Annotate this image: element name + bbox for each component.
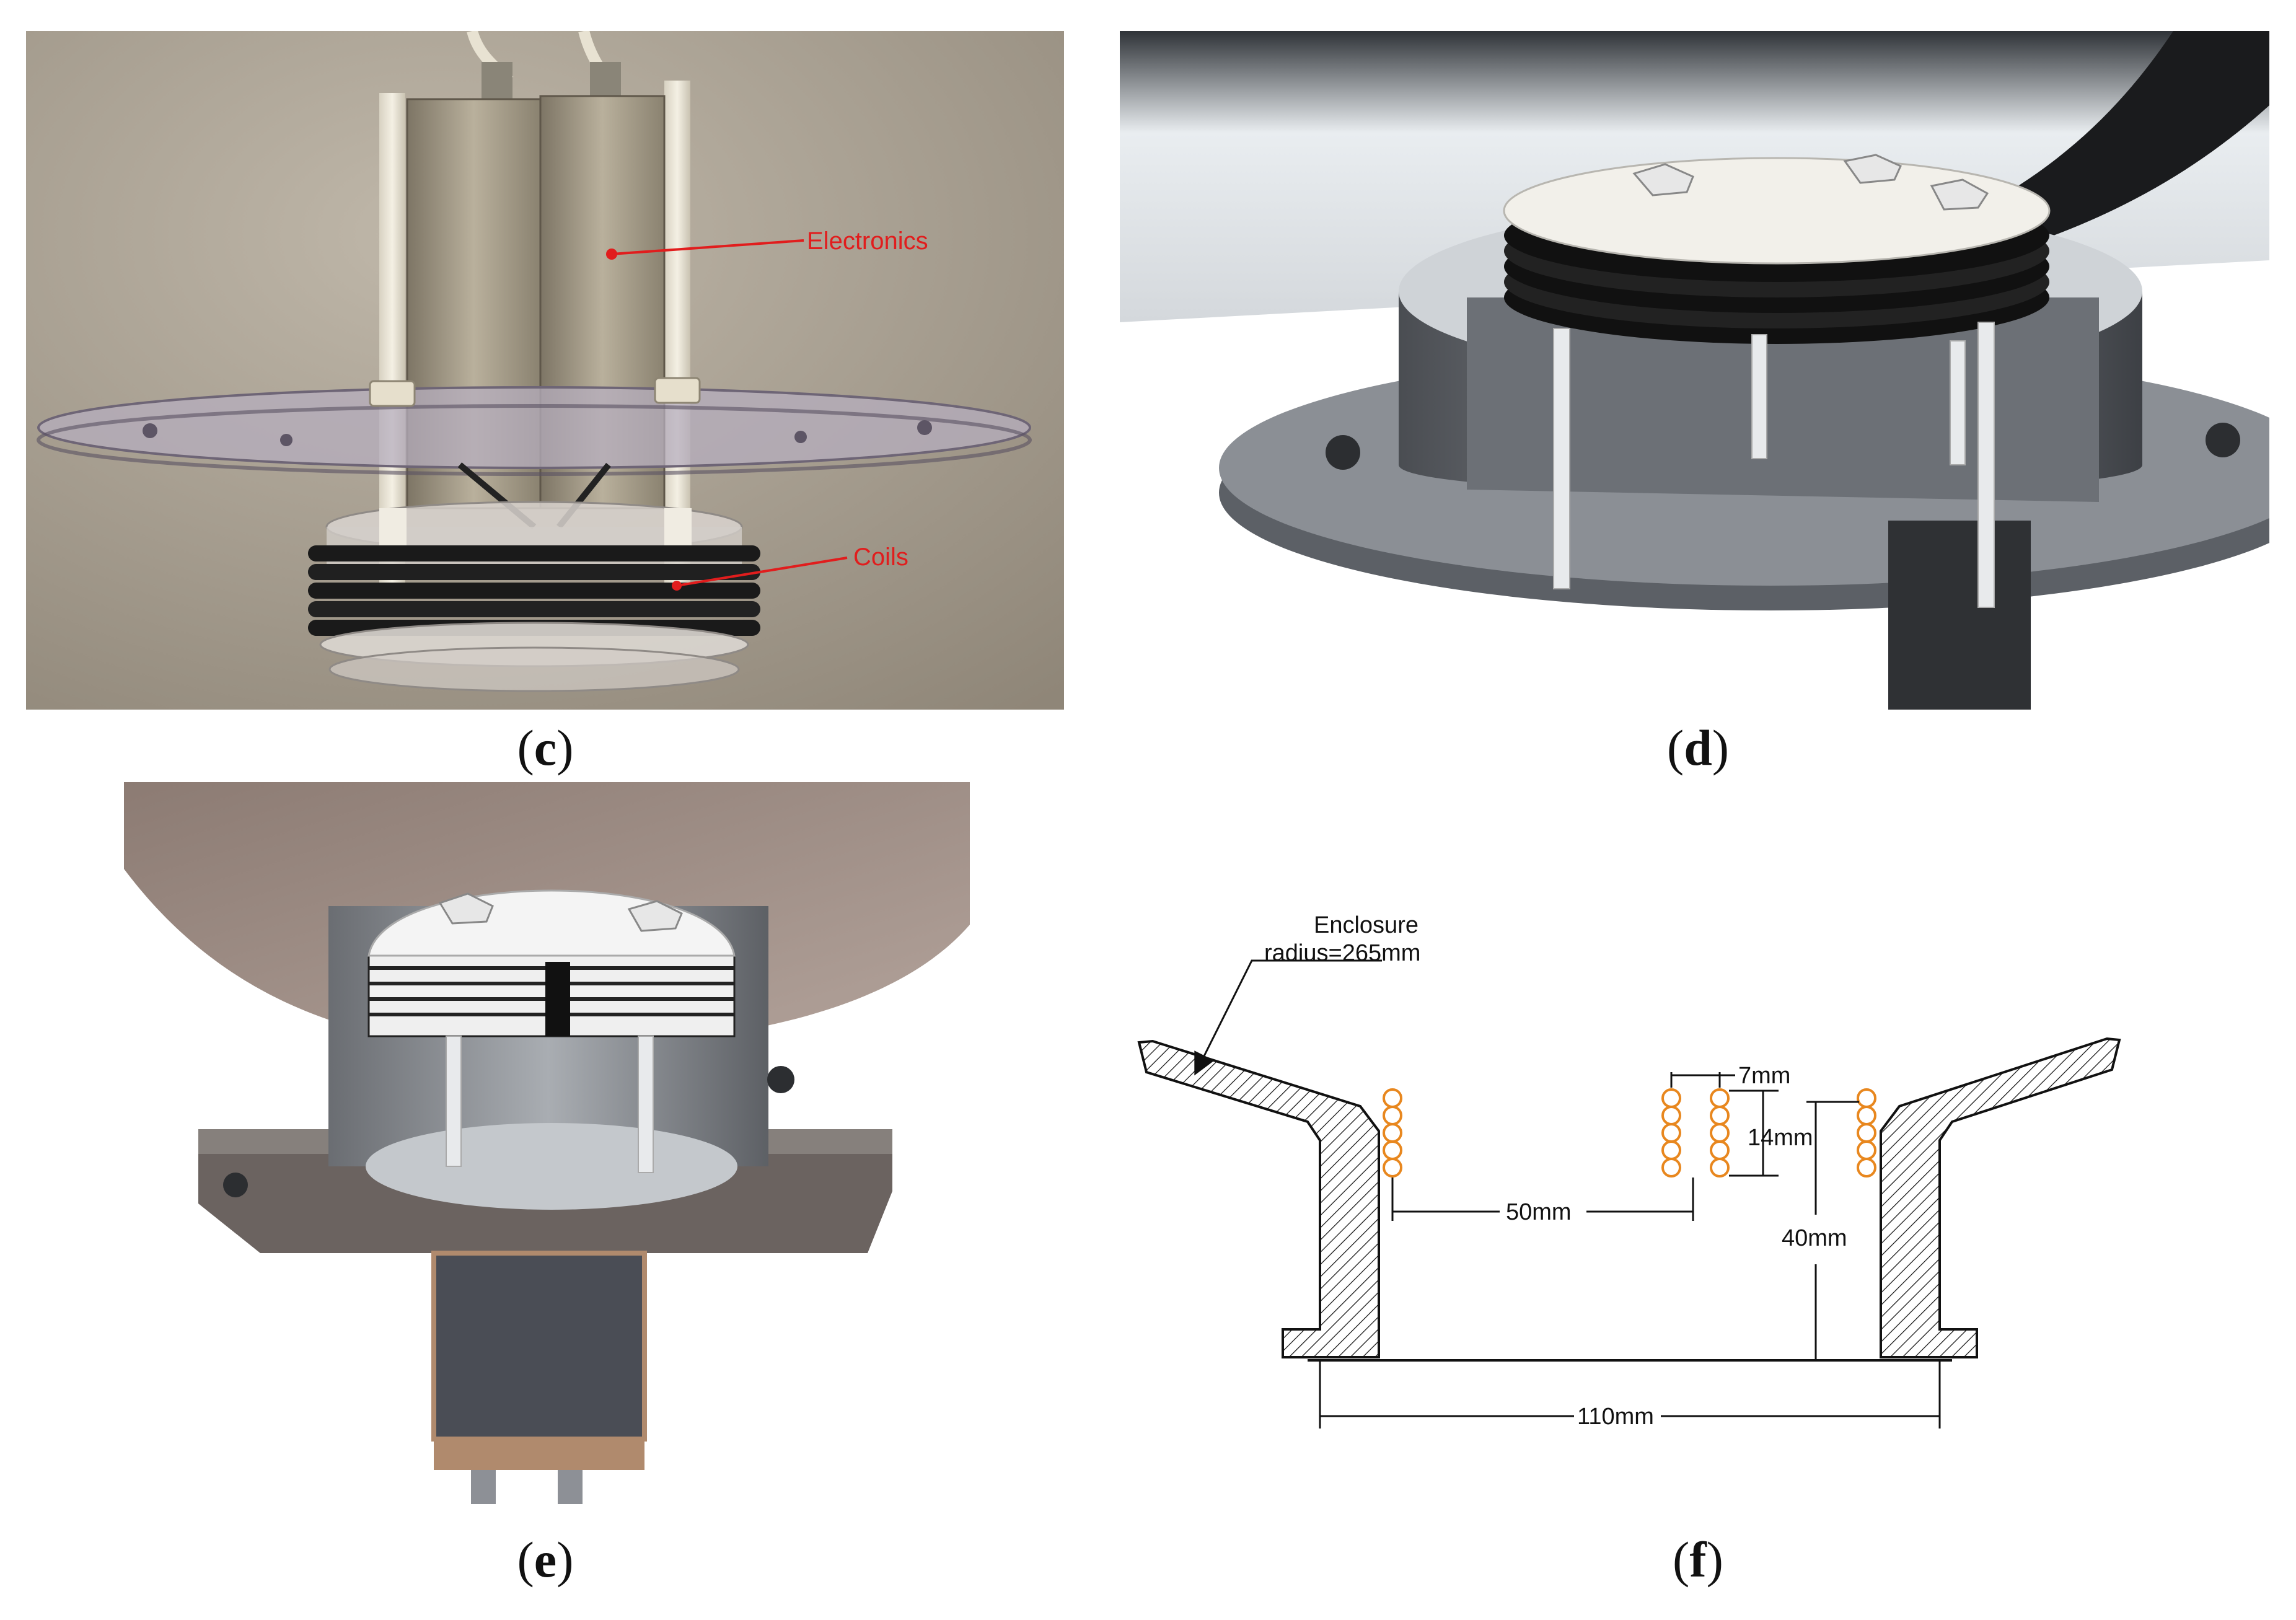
- coil-height-dimension: [1729, 1090, 1779, 1177]
- render-e-illustration: [124, 782, 970, 1507]
- enclosure-label: Enclosure: [1314, 912, 1419, 938]
- coil-center-right: [1710, 1088, 1730, 1178]
- gap-label: 7mm: [1738, 1063, 1790, 1089]
- enclosure-leader: [1194, 959, 1382, 1076]
- caption-f: (f): [1673, 1531, 1723, 1588]
- coil-spacing-label: 50mm: [1506, 1199, 1572, 1225]
- electronics-annotation: [606, 239, 804, 260]
- depth-label: 40mm: [1782, 1225, 1847, 1251]
- caption-d: (d): [1666, 720, 1730, 776]
- nylon-rod-left: [379, 93, 405, 583]
- panel-e-render: [124, 782, 970, 1507]
- panel-f-drawing: Enclosure radius=265mm 7mm 14mm 50mm: [1115, 868, 2144, 1456]
- coil-center-left: [1661, 1088, 1681, 1178]
- gap-dimension: [1670, 1072, 1735, 1088]
- top-plate-d: [1503, 157, 2051, 265]
- enclosure-radius-label: radius=265mm: [1264, 940, 1420, 966]
- caption-c: (c): [517, 720, 574, 776]
- electronics-box-e: [431, 1251, 647, 1442]
- coil-left: [1383, 1088, 1402, 1178]
- photo-c-illustration: Electronics Coils: [26, 31, 1064, 710]
- width-label: 110mm: [1577, 1404, 1654, 1430]
- enclosure-right-profile: [1880, 1037, 2121, 1358]
- enclosure-left-profile: [1137, 1039, 1380, 1358]
- bnc-connector-left: [482, 62, 512, 105]
- coil-height-label: 14mm: [1748, 1125, 1813, 1151]
- caption-e: (e): [517, 1531, 574, 1588]
- coil-stack-e: [367, 954, 736, 1037]
- coils-annotation: [672, 557, 848, 591]
- coil-right: [1857, 1088, 1876, 1178]
- electronics-label: Electronics: [807, 227, 928, 255]
- cross-section-drawing: Enclosure radius=265mm 7mm 14mm 50mm: [1137, 912, 2121, 1430]
- acrylic-plate: [37, 386, 1031, 469]
- coil-spacing-dimension: [1391, 1178, 1694, 1221]
- depth-dimension: [1806, 1101, 1859, 1360]
- panel-d-render: [1120, 31, 2269, 710]
- render-d-illustration: [1120, 31, 2269, 710]
- coils-label: Coils: [853, 544, 908, 571]
- nylon-rod-right: [664, 81, 690, 583]
- electronics-box-d: [1888, 521, 2031, 710]
- width-dimension: [1319, 1360, 1941, 1429]
- panel-c-photo: Electronics Coils: [26, 31, 1064, 710]
